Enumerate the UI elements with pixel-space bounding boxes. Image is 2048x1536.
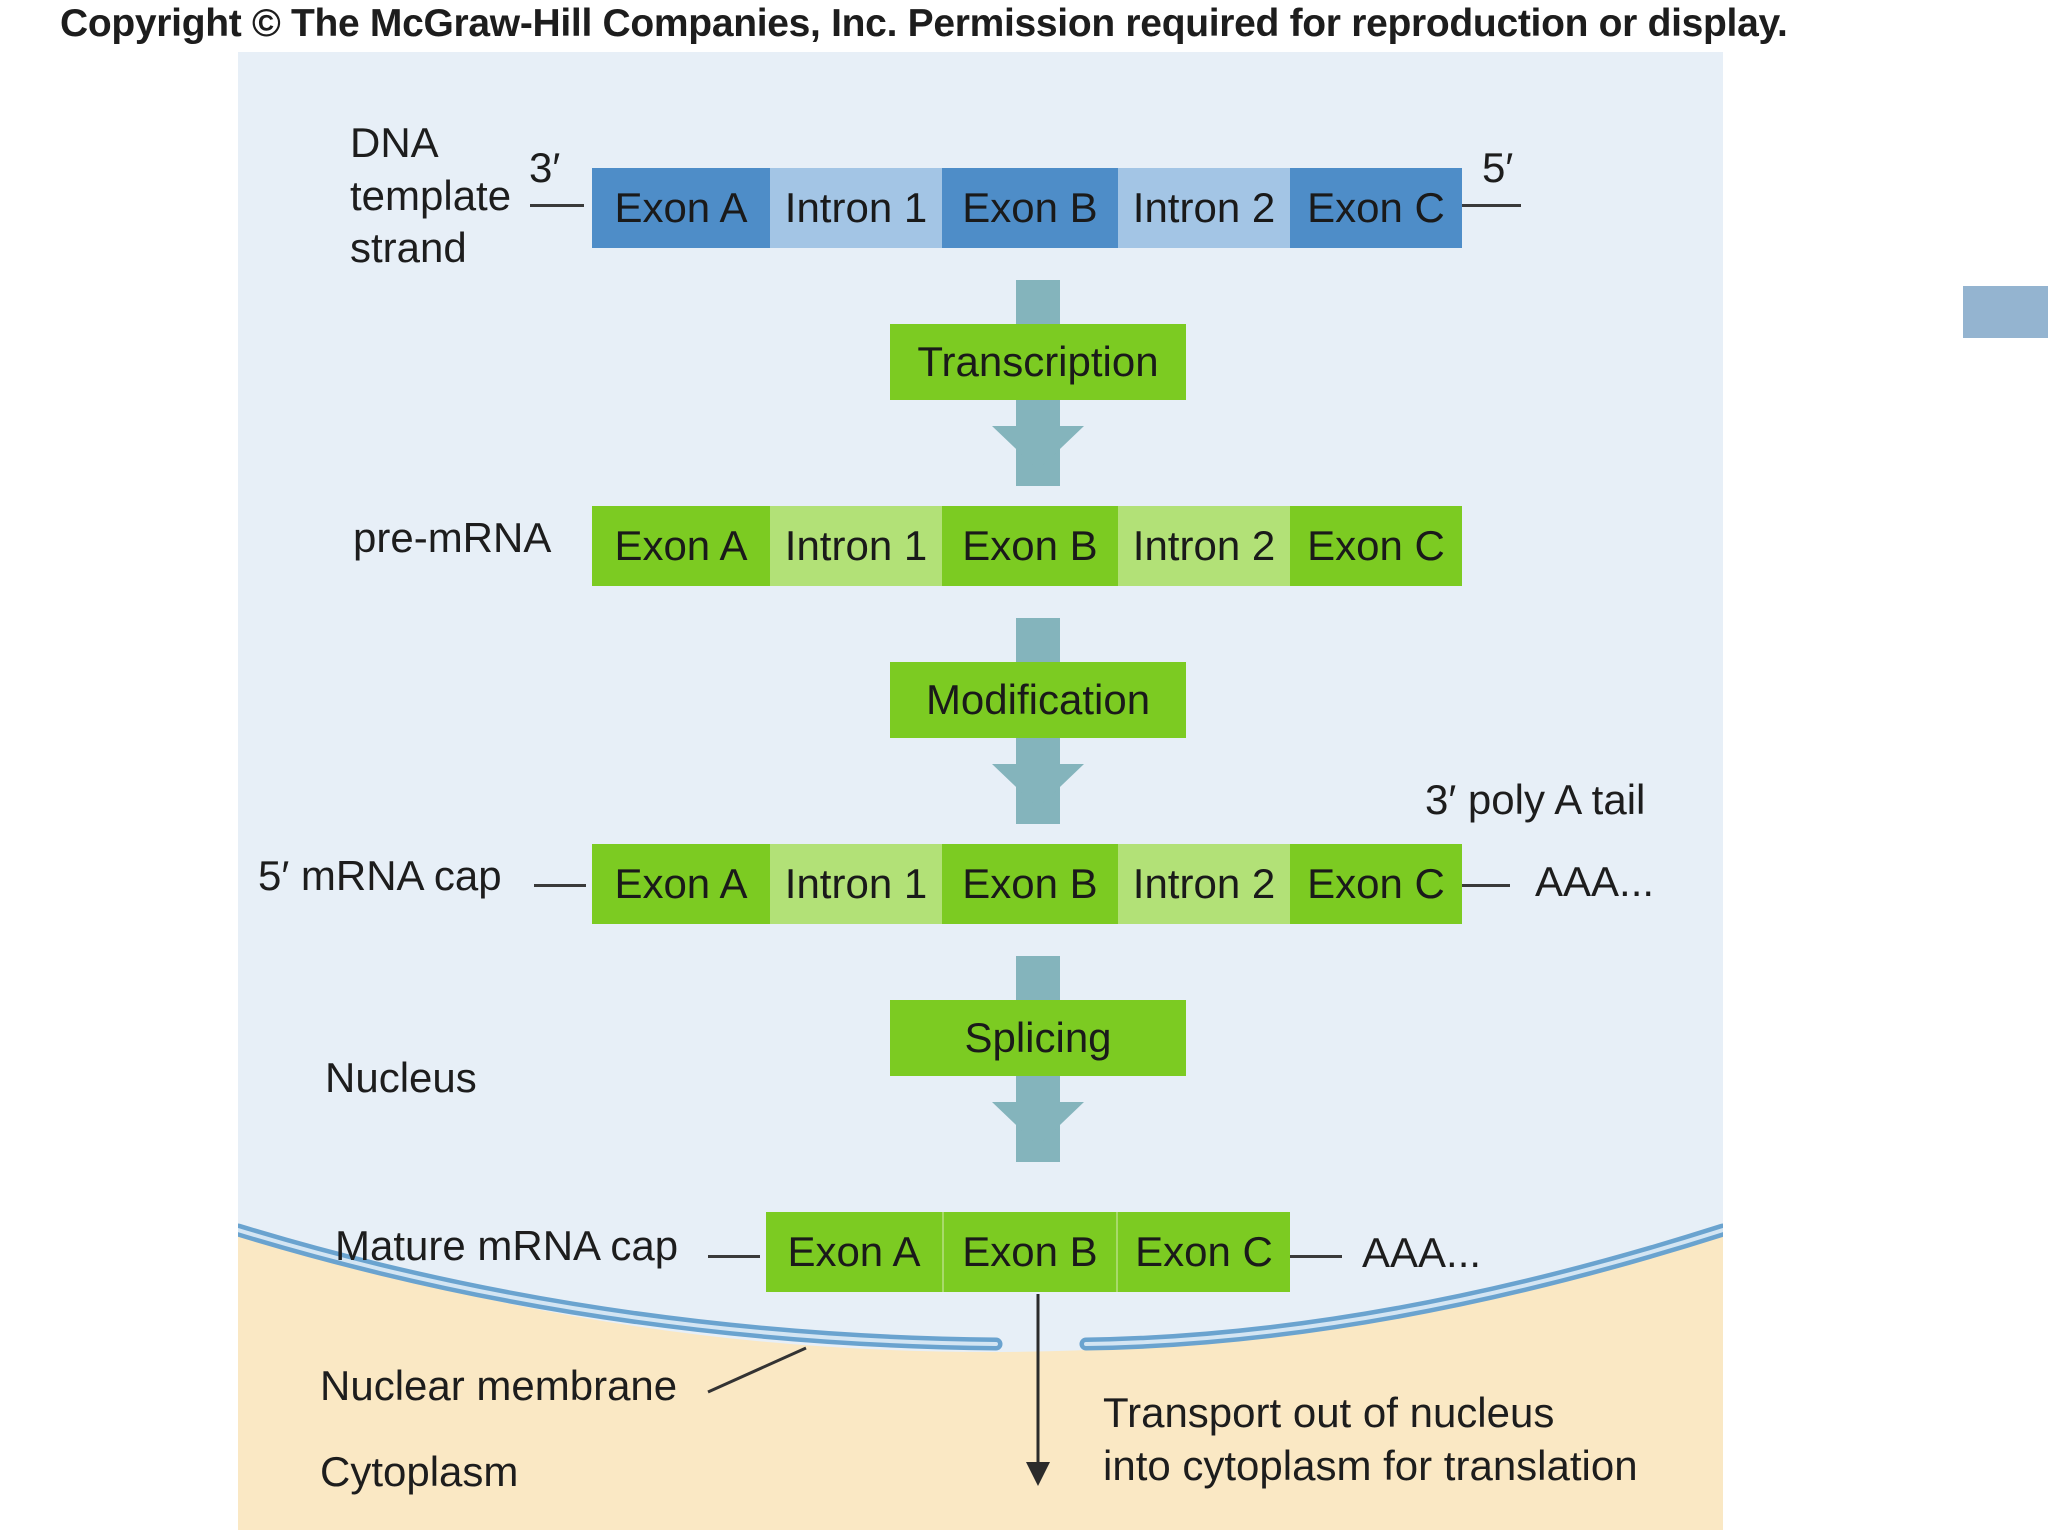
mature-mrna-strand: Exon A Exon B Exon C <box>766 1212 1290 1292</box>
mrna-cap-label: 5′ mRNA cap <box>258 852 502 899</box>
transcription-arrow-head <box>992 426 1084 470</box>
dna-intron-2: Intron 2 <box>1118 168 1290 248</box>
copyright-notice: Copyright © The McGraw-Hill Companies, I… <box>60 2 1788 45</box>
cytoplasm-region <box>238 1230 1723 1530</box>
modified-exon-b: Exon B <box>942 844 1118 924</box>
modification-arrow-head <box>992 764 1084 808</box>
pre-mrna-intron-2: Intron 2 <box>1118 506 1290 586</box>
cap-line <box>534 884 586 887</box>
modification-step: Modification <box>890 662 1186 738</box>
pre-mrna-exon-a: Exon A <box>592 506 770 586</box>
mature-tail-line <box>1290 1255 1342 1258</box>
pre-mrna-exon-b: Exon B <box>942 506 1118 586</box>
dna-exon-b: Exon B <box>942 168 1118 248</box>
mature-exon-b: Exon B <box>942 1212 1116 1292</box>
nucleus-label: Nucleus <box>325 1054 477 1101</box>
mature-cap-line <box>708 1255 760 1258</box>
mature-poly-a-sequence: AAA... <box>1362 1229 1482 1276</box>
diagram-panel: DNA template strand 3′ 5′ Exon A Intron … <box>238 52 1723 1530</box>
dna-strand: Exon A Intron 1 Exon B Intron 2 Exon C <box>592 168 1462 248</box>
dna-left-line <box>530 204 584 207</box>
transcription-step: Transcription <box>890 324 1186 400</box>
dna-exon-c: Exon C <box>1290 168 1462 248</box>
membrane-pointer-line <box>707 1346 807 1394</box>
transport-arrow-head <box>1026 1462 1050 1486</box>
mature-mrna-cap-label: Mature mRNA cap <box>335 1222 679 1269</box>
dna-5-prime-label: 5′ <box>1482 144 1514 191</box>
side-tab <box>1963 286 2048 338</box>
dna-right-line <box>1459 204 1521 207</box>
pre-mrna-strand: Exon A Intron 1 Exon B Intron 2 Exon C <box>592 506 1462 586</box>
cytoplasm-label: Cytoplasm <box>320 1448 519 1495</box>
tail-line <box>1462 884 1510 887</box>
dna-label: DNA template strand <box>350 119 512 271</box>
cytoplasm-and-membrane <box>238 1223 1723 1530</box>
dna-exon-a: Exon A <box>592 168 770 248</box>
dna-intron-1: Intron 1 <box>770 168 942 248</box>
pre-mrna-intron-1: Intron 1 <box>770 506 942 586</box>
poly-a-sequence: AAA... <box>1535 858 1655 905</box>
pre-mrna-label: pre-mRNA <box>353 514 552 561</box>
modified-intron-2: Intron 2 <box>1118 844 1290 924</box>
splicing-step: Splicing <box>890 1000 1186 1076</box>
poly-a-tail-label: 3′ poly A tail <box>1425 776 1646 823</box>
modified-exon-a: Exon A <box>592 844 770 924</box>
pre-mrna-exon-c: Exon C <box>1290 506 1462 586</box>
nuclear-membrane-right-inner <box>1084 1228 1723 1346</box>
dna-3-prime-label: 3′ <box>529 144 561 191</box>
modified-mrna-strand: Exon A Intron 1 Exon B Intron 2 Exon C <box>592 844 1462 924</box>
modified-exon-c: Exon C <box>1290 844 1462 924</box>
mature-exon-c: Exon C <box>1116 1212 1290 1292</box>
mature-exon-a: Exon A <box>766 1212 942 1292</box>
transport-label: Transport out of nucleus into cytoplasm … <box>1103 1389 1638 1489</box>
modified-intron-1: Intron 1 <box>770 844 942 924</box>
splicing-arrow-head <box>992 1102 1084 1146</box>
nuclear-membrane-label: Nuclear membrane <box>320 1362 678 1409</box>
nuclear-membrane-left-inner <box>238 1228 998 1346</box>
